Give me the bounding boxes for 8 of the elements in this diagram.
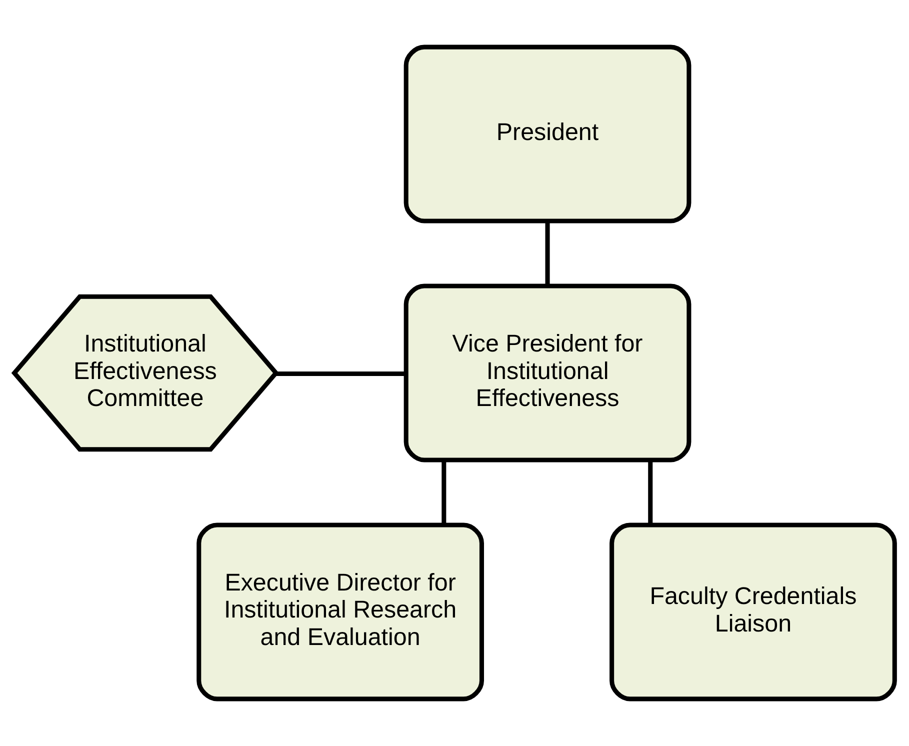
connector	[648, 460, 653, 525]
connector	[442, 460, 446, 525]
node-box: President	[404, 44, 692, 224]
node-box: Executive Director for Institutional Research and Evaluation	[196, 522, 484, 702]
node-box: Vice President for Institutional Effectiveness	[404, 284, 692, 462]
connector	[276, 371, 406, 376]
node-box: Faculty Credentials Liaison	[610, 522, 897, 702]
connector	[545, 222, 550, 286]
